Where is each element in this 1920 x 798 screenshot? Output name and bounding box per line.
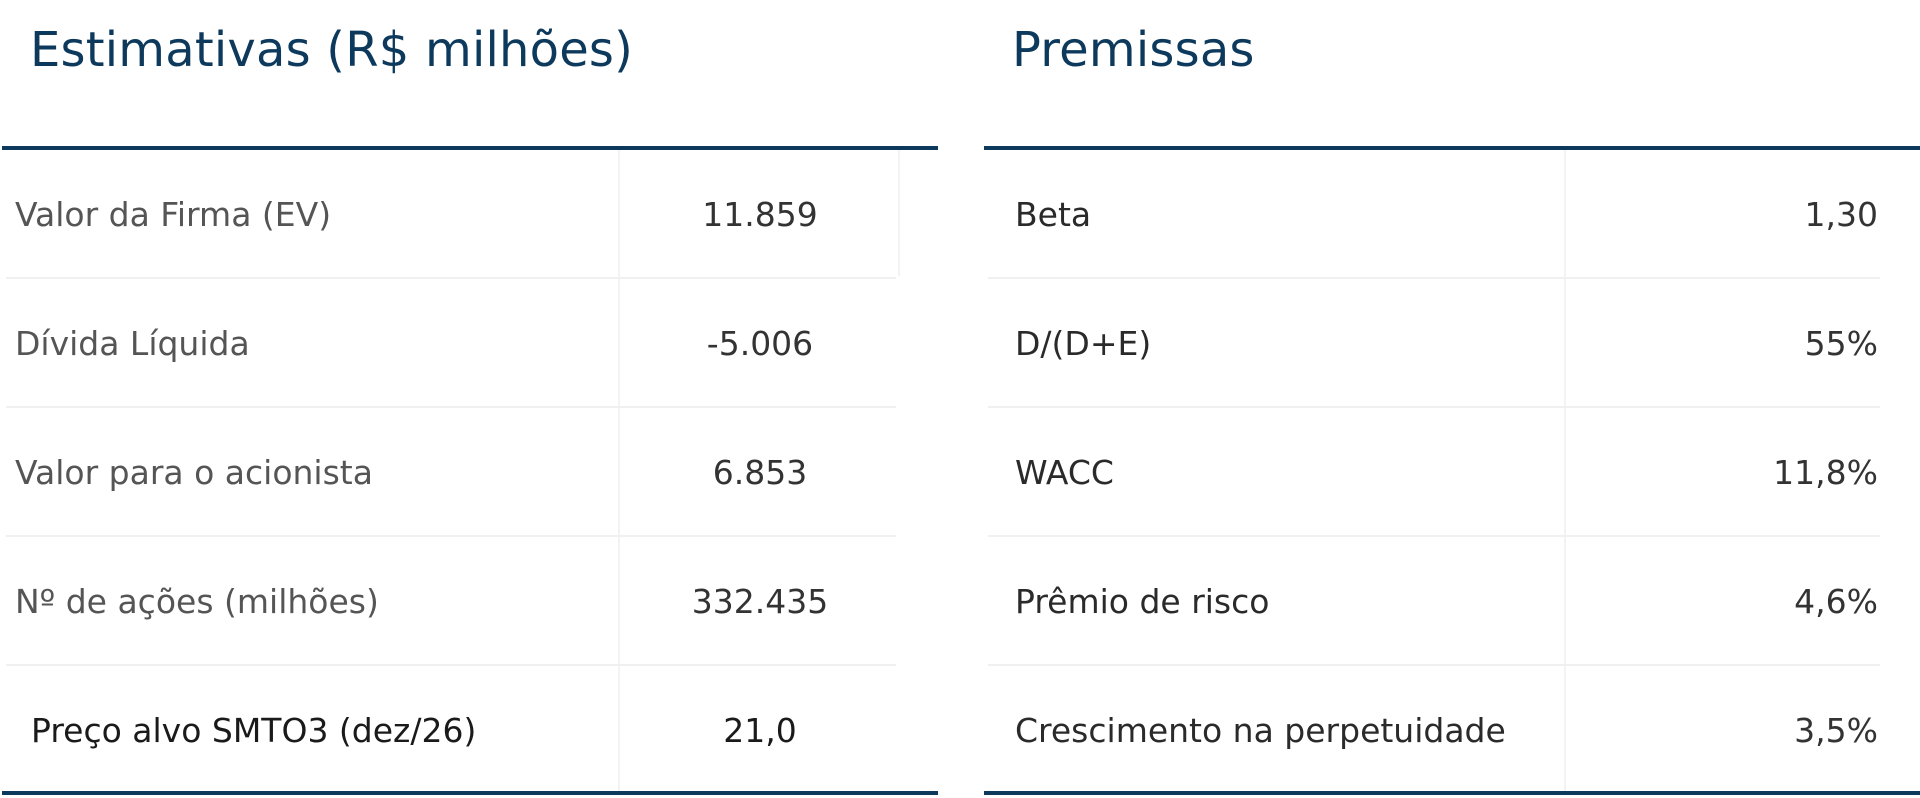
estimates-bottom-rule [2, 791, 938, 795]
row-value: -5.006 [706, 324, 814, 363]
row-value: 21,0 [723, 711, 797, 750]
estimates-column-divider-right [898, 150, 900, 276]
row-value: 332.435 [691, 582, 829, 621]
estimates-title: Estimativas (R$ milhões) [30, 22, 634, 78]
row-label: D/(D+E) [1015, 324, 1152, 363]
assumptions-top-rule [984, 146, 1920, 150]
row-value: 6.853 [712, 453, 808, 492]
row-label: Beta [1015, 195, 1092, 234]
row-label: Valor da Firma (EV) [15, 195, 332, 234]
estimates-top-rule [2, 146, 938, 150]
table-row-wacc: WACC 11,8% [984, 408, 1920, 537]
table-row-firm-value: Valor da Firma (EV) 11.859 [0, 150, 938, 279]
table-row-perpetuity-growth: Crescimento na perpetuidade 3,5% [984, 666, 1920, 795]
table-row-beta: Beta 1,30 [984, 150, 1920, 279]
row-value: 3,5% [1794, 711, 1878, 750]
table-row-debt-ratio: D/(D+E) 55% [984, 279, 1920, 408]
row-value: 11,8% [1773, 453, 1878, 492]
row-value: 55% [1804, 324, 1878, 363]
table-row-net-debt: Dívida Líquida -5.006 [0, 279, 938, 408]
row-label: Preço alvo SMTO3 (dez/26) [31, 711, 477, 750]
assumptions-bottom-rule [984, 791, 1920, 795]
row-value: 11.859 [702, 195, 818, 234]
row-label: Prêmio de risco [1015, 582, 1270, 621]
table-row-share-count: Nº de ações (milhões) 332.435 [0, 537, 938, 666]
row-value: 4,6% [1794, 582, 1878, 621]
row-label: Crescimento na perpetuidade [1015, 711, 1506, 750]
assumptions-title: Premissas [1012, 22, 1255, 78]
row-label: Valor para o acionista [15, 453, 373, 492]
row-label: Dívida Líquida [15, 324, 250, 363]
row-label: WACC [1015, 453, 1114, 492]
table-row-equity-value: Valor para o acionista 6.853 [0, 408, 938, 537]
row-value: 1,30 [1804, 195, 1878, 234]
table-row-risk-premium: Prêmio de risco 4,6% [984, 537, 1920, 666]
estimates-table: Valor da Firma (EV) 11.859 Dívida Líquid… [0, 150, 938, 795]
table-row-target-price: Preço alvo SMTO3 (dez/26) 21,0 [0, 666, 938, 795]
estimates-column-divider [618, 150, 620, 791]
row-label: Nº de ações (milhões) [15, 582, 379, 621]
assumptions-table: Beta 1,30 D/(D+E) 55% WACC 11,8% Prêmio … [984, 150, 1920, 795]
assumptions-column-divider [1564, 150, 1566, 791]
